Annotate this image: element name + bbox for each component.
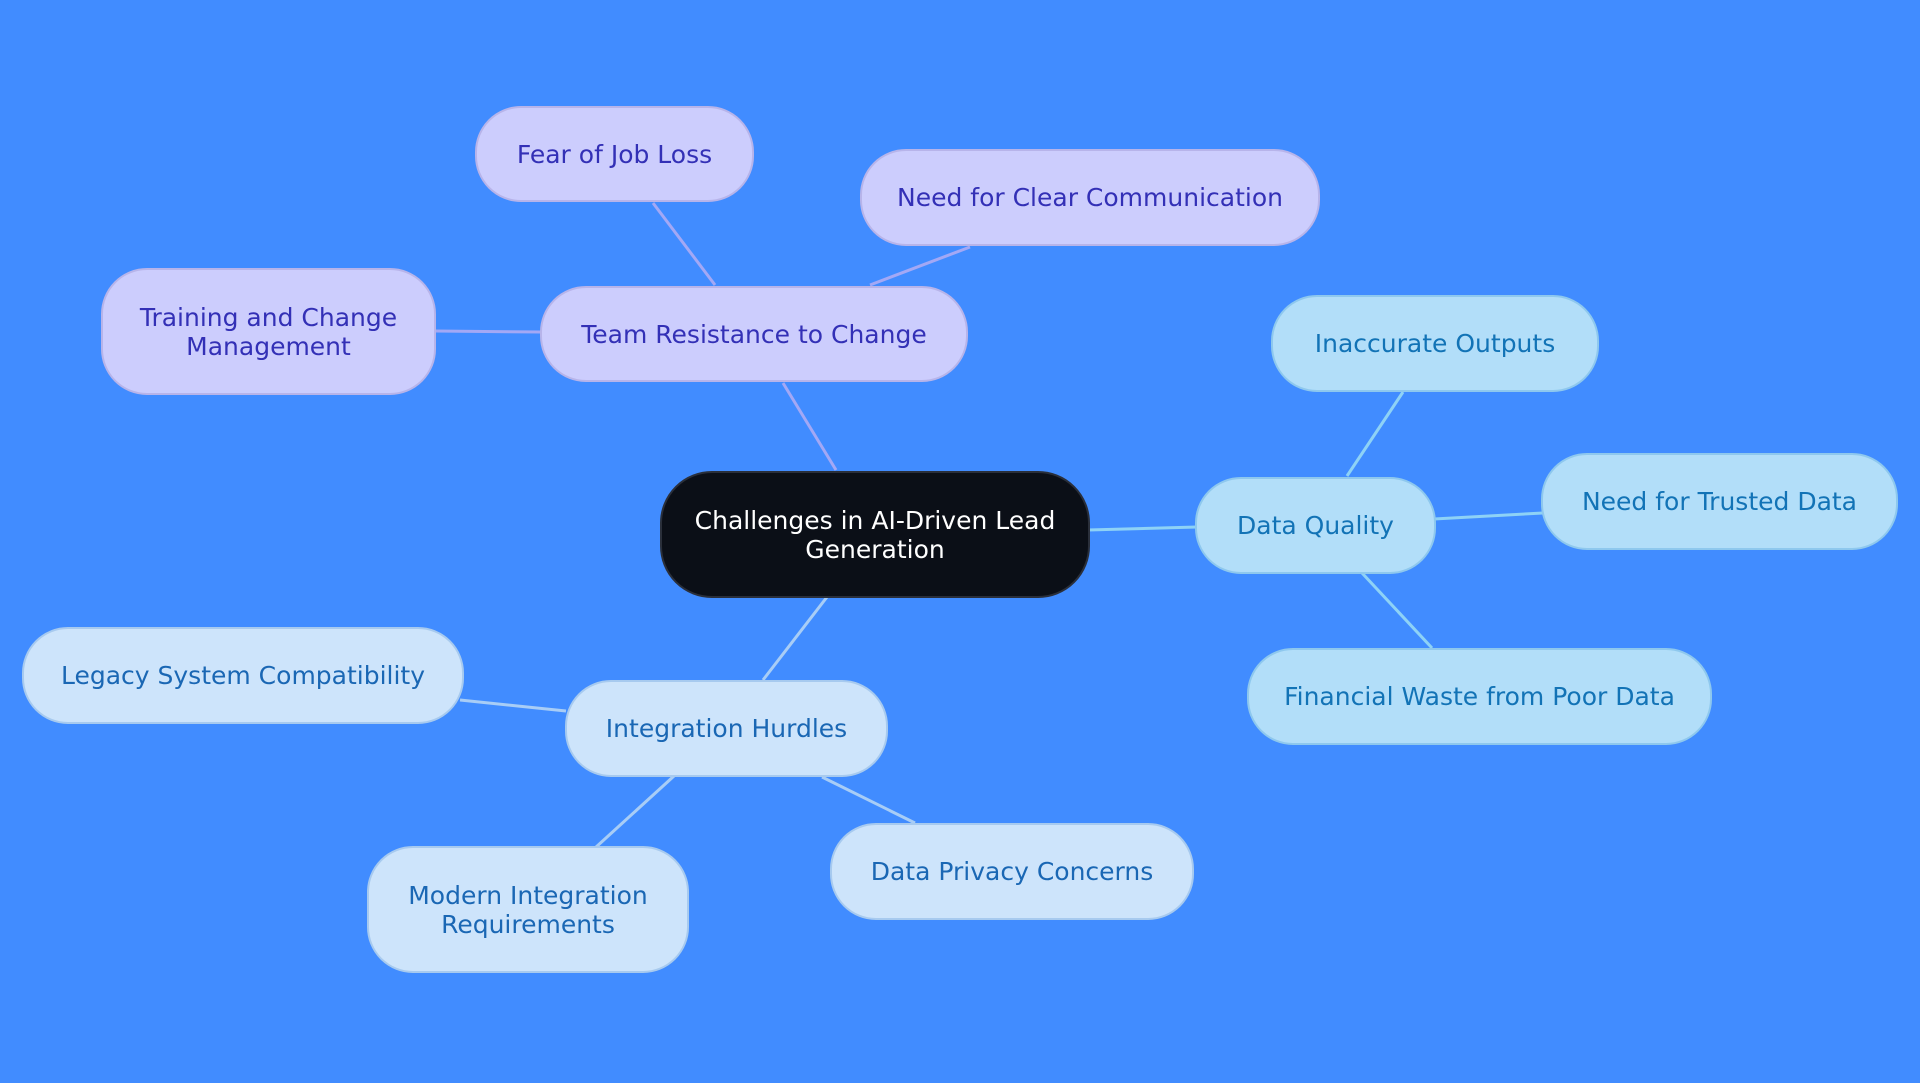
node-trusted-data-label: Need for Trusted Data: [1581, 487, 1858, 516]
node-clear-communication-label: Need for Clear Communication: [897, 183, 1283, 212]
node-integration-hurdles-label: Integration Hurdles: [605, 714, 848, 743]
node-inaccurate-outputs: Inaccurate Outputs: [1271, 295, 1599, 392]
node-clear-communication: Need for Clear Communication: [860, 149, 1320, 246]
edge-quality-inaccurate: [1345, 391, 1405, 477]
node-data-privacy: Data Privacy Concerns: [830, 823, 1194, 920]
node-legacy-compatibility-label: Legacy System Compatibility: [60, 661, 426, 690]
node-data-privacy-label: Data Privacy Concerns: [870, 857, 1154, 886]
edge-integration-legacy: [459, 698, 567, 713]
node-modern-integration-line-2: Requirements: [441, 909, 615, 939]
edge-central-integration: [761, 596, 829, 681]
edge-quality-waste: [1360, 571, 1434, 650]
edge-team-training: [434, 329, 542, 334]
node-modern-integration: Modern Integration Requirements: [367, 846, 689, 973]
node-inaccurate-outputs-label: Inaccurate Outputs: [1314, 329, 1556, 358]
edge-team-comm: [869, 245, 971, 287]
edge-quality-trusted: [1433, 511, 1544, 521]
node-data-quality: Data Quality: [1195, 477, 1436, 574]
node-team-resistance: Team Resistance to Change: [540, 286, 968, 382]
node-integration-hurdles: Integration Hurdles: [565, 680, 888, 777]
node-training-change: Training and Change Management: [101, 268, 436, 395]
node-fear-of-job-loss: Fear of Job Loss: [475, 106, 754, 202]
node-training-change-line-2: Management: [186, 331, 351, 361]
edge-team-fear: [651, 202, 717, 286]
edge-central-team: [781, 382, 838, 471]
node-team-resistance-label: Team Resistance to Change: [581, 319, 927, 349]
edge-integration-modern: [593, 774, 676, 850]
edge-integration-privacy: [821, 775, 916, 825]
node-trusted-data: Need for Trusted Data: [1541, 453, 1898, 550]
node-central-line-1: Challenges in AI-Driven Lead: [694, 505, 1056, 535]
node-financial-waste-label: Financial Waste from Poor Data: [1284, 682, 1675, 711]
node-fear-of-job-loss-label: Fear of Job Loss: [516, 139, 713, 169]
node-financial-waste: Financial Waste from Poor Data: [1247, 648, 1712, 745]
node-central: Challenges in AI-Driven Lead Generation: [660, 471, 1090, 598]
node-modern-integration-line-1: Modern Integration: [408, 880, 648, 910]
node-training-change-line-1: Training and Change: [139, 302, 398, 332]
node-central-line-2: Generation: [805, 534, 945, 564]
edge-central-quality: [1087, 525, 1198, 532]
node-legacy-compatibility: Legacy System Compatibility: [22, 627, 464, 724]
node-data-quality-label: Data Quality: [1237, 511, 1394, 540]
